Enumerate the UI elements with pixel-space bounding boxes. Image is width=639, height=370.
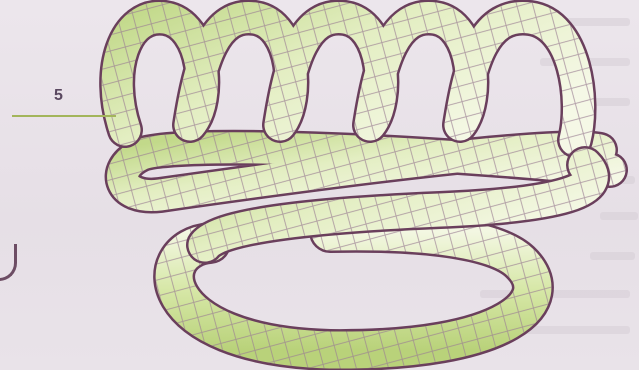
callout-leader-line	[12, 115, 116, 117]
callout-number: 5	[54, 87, 63, 105]
top-coils	[117, 17, 578, 140]
